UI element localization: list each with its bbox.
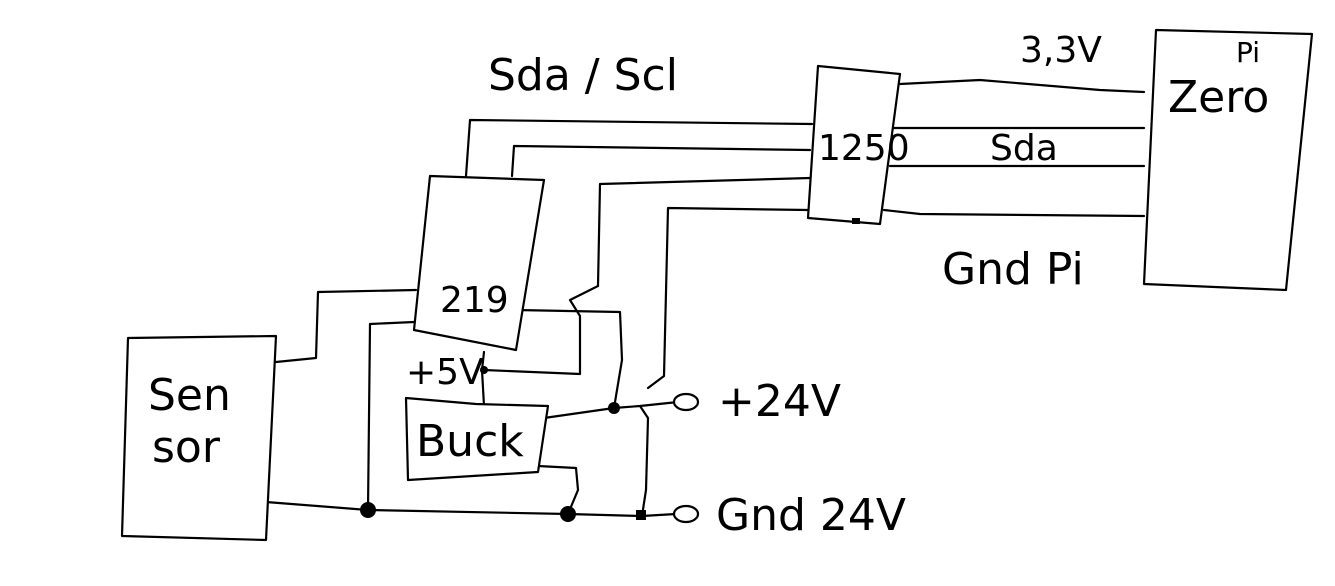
wire-24v-down bbox=[638, 404, 650, 518]
wire-gnd-rail bbox=[264, 500, 678, 518]
ina219-label: 219 bbox=[440, 280, 509, 321]
junction-gnd-left bbox=[360, 502, 376, 518]
junction-gnd-mid bbox=[560, 506, 576, 522]
plus24v-label: +24V bbox=[718, 376, 841, 427]
wire-buck-24v bbox=[542, 400, 680, 420]
labels: Sda / Scl 3,3V Sda Gnd Pi +5V +24V Gnd 2… bbox=[406, 30, 1102, 541]
junction-5v bbox=[480, 366, 488, 374]
wire-gnd-riser-left bbox=[366, 320, 416, 512]
sensor-box bbox=[120, 334, 278, 542]
wire-pi-33v bbox=[898, 78, 1146, 94]
plus5v-label: +5V bbox=[406, 352, 484, 393]
wires bbox=[264, 78, 1146, 518]
pi-zero-box bbox=[1142, 28, 1314, 292]
sensor-label-1: Sen bbox=[148, 370, 231, 421]
pi-name-label: Zero bbox=[1168, 72, 1269, 123]
ina219-box bbox=[412, 174, 546, 352]
bus-label: Sda / Scl bbox=[488, 50, 678, 101]
buck-box bbox=[404, 396, 550, 482]
pi-top-label: Pi bbox=[1236, 36, 1260, 69]
v33-label: 3,3V bbox=[1020, 30, 1102, 71]
junction-iso-bottom bbox=[852, 218, 860, 224]
gnd-pi-label: Gnd Pi bbox=[942, 244, 1084, 295]
wire-pi-gnd bbox=[882, 208, 1146, 218]
iso1250-label: 1250 bbox=[818, 128, 910, 169]
junctions bbox=[360, 218, 860, 522]
components: Sen sor 219 Buck 1250 Pi Zero bbox=[120, 28, 1314, 542]
wire-buck-gnd bbox=[536, 464, 580, 516]
wire-5v-right bbox=[482, 284, 600, 376]
wire-i2c-3 bbox=[596, 176, 812, 288]
wire-i2c-1 bbox=[464, 118, 814, 178]
wire-i2c-4 bbox=[646, 206, 810, 390]
sensor-label-2: sor bbox=[152, 422, 221, 473]
terminal-gnd24v bbox=[672, 504, 700, 524]
sda-label: Sda bbox=[990, 128, 1058, 169]
wire-219-loop bbox=[514, 308, 624, 410]
iso1250-box bbox=[806, 64, 902, 226]
junction-24v bbox=[608, 402, 620, 414]
junction-gnd-right bbox=[636, 510, 646, 520]
buck-label: Buck bbox=[416, 416, 524, 467]
gnd24v-label: Gnd 24V bbox=[716, 490, 906, 541]
terminal-24v bbox=[672, 392, 700, 412]
wire-i2c-2 bbox=[510, 144, 812, 178]
wire-sensor-219 bbox=[274, 288, 418, 364]
terminals bbox=[672, 392, 700, 524]
